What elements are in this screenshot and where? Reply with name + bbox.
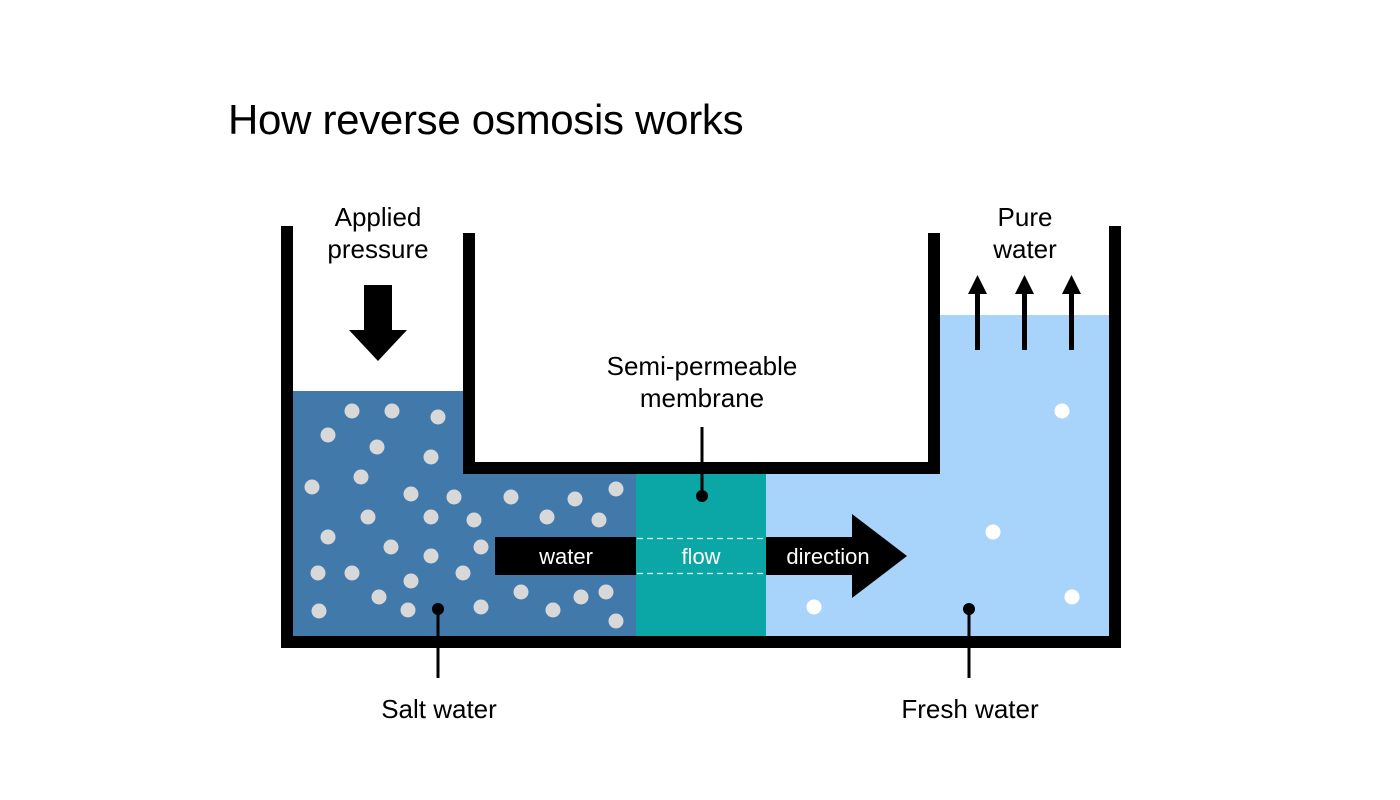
salt-particle [473, 539, 489, 555]
fresh-water-leader [963, 603, 975, 678]
diagram-title: How reverse osmosis works [228, 96, 744, 143]
salt-particle [311, 603, 327, 619]
flow-word-flow: flow [681, 544, 720, 569]
salt-particle [608, 613, 624, 629]
pure-water-label-line1: Pure [998, 202, 1053, 232]
salt-particle [545, 602, 561, 618]
salt-particle [591, 512, 607, 528]
fresh-water-label: Fresh water [901, 694, 1039, 724]
salt-particle [473, 599, 489, 615]
fresh-particle [1054, 403, 1070, 419]
salt-particle [455, 565, 471, 581]
salt-particle [567, 491, 583, 507]
fresh-particle [1064, 589, 1080, 605]
applied-pressure-label-line2: pressure [327, 234, 428, 264]
salt-particle [598, 584, 614, 600]
salt-particle [304, 479, 320, 495]
salt-particle [310, 565, 326, 581]
membrane-label-line1: Semi-permeable [607, 351, 798, 381]
salt-particle [353, 469, 369, 485]
pure-water-label-line2: water [992, 234, 1057, 264]
salt-particle [513, 584, 529, 600]
salt-particle [403, 486, 419, 502]
salt-particle [383, 539, 399, 555]
salt-particle [466, 512, 482, 528]
up-arrow-icon [1015, 275, 1034, 350]
salt-particle [369, 439, 385, 455]
flow-direction-arrow: water flow direction [495, 514, 907, 598]
salt-particle [423, 509, 439, 525]
salt-particle [320, 427, 336, 443]
applied-pressure-label-line1: Applied [335, 202, 422, 232]
salt-particle [371, 589, 387, 605]
salt-particle [384, 403, 400, 419]
salt-particle [360, 509, 376, 525]
salt-particle [573, 589, 589, 605]
salt-particles [304, 403, 624, 629]
membrane-leader [696, 427, 708, 502]
salt-particle [403, 573, 419, 589]
fresh-particle [806, 599, 822, 615]
salt-particle [423, 548, 439, 564]
fresh-particle [985, 524, 1001, 540]
salt-particle [539, 509, 555, 525]
up-arrow-icon [968, 275, 987, 350]
pure-water-arrows [968, 275, 1081, 350]
salt-particle [430, 409, 446, 425]
salt-particle [608, 481, 624, 497]
fresh-particles [806, 403, 1080, 615]
membrane-label-line2: membrane [640, 383, 764, 413]
flow-word-direction: direction [786, 544, 869, 569]
salt-water-label: Salt water [381, 694, 497, 724]
salt-particle [320, 529, 336, 545]
salt-particle [446, 489, 462, 505]
up-arrow-icon [1062, 275, 1081, 350]
salt-particle [344, 403, 360, 419]
salt-water-leader [432, 603, 444, 678]
salt-particle [344, 565, 360, 581]
applied-pressure-arrow-icon [349, 285, 407, 361]
flow-word-water: water [538, 544, 593, 569]
container-outline [281, 226, 1121, 648]
salt-particle [423, 449, 439, 465]
salt-particle [503, 489, 519, 505]
salt-particle [400, 602, 416, 618]
